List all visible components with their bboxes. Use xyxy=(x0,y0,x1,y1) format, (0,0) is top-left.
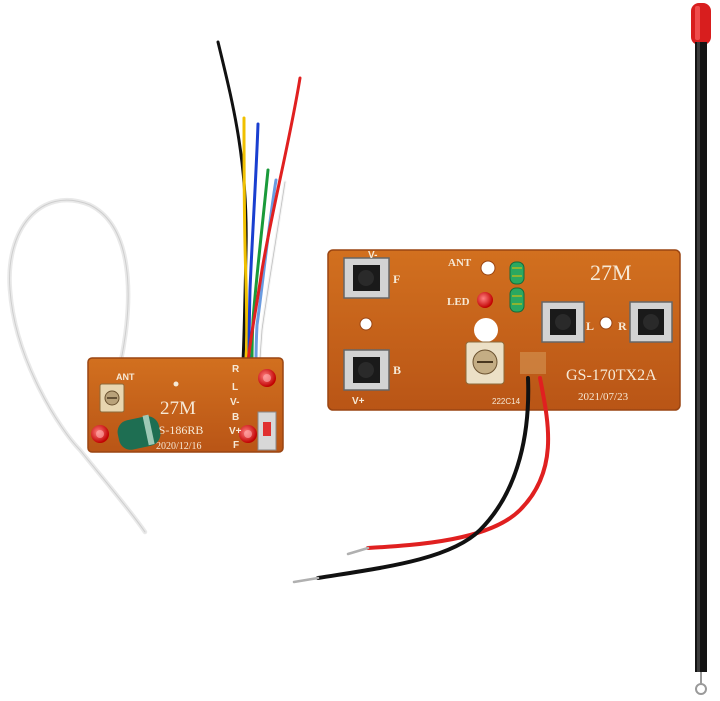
antenna-tip xyxy=(691,3,711,45)
receiver-wire-bundle xyxy=(216,40,302,364)
receiver-pin-vplus: V+ xyxy=(229,426,242,437)
transmitter-button-forward xyxy=(343,257,390,299)
transmitter-label-r: R xyxy=(618,319,627,333)
transmitter-pcb xyxy=(327,249,681,411)
transmitter-date: 2021/07/23 xyxy=(578,391,629,403)
transmitter-batch: 222C14 xyxy=(492,397,521,406)
transmitter-button-back xyxy=(343,349,390,391)
transmitter-label-b: B xyxy=(393,363,401,377)
transmitter-ant-label: ANT xyxy=(448,257,472,269)
antenna-eyelet xyxy=(695,683,707,695)
receiver-ant-label: ANT xyxy=(116,372,135,382)
transmitter-board: V- F B L R V+ ANT LED 27M GS-170TX2A 202… xyxy=(292,249,681,584)
receiver-pin-r: R xyxy=(232,364,240,375)
receiver-pin-vminus: V- xyxy=(230,397,239,408)
transmitter-vminus-label: V- xyxy=(368,250,377,261)
transmitter-inductors xyxy=(509,261,525,313)
receiver-model: GS-186RB xyxy=(150,423,203,437)
transmitter-model: GS-170TX2A xyxy=(566,367,657,384)
receiver-pin-labels: R L V- B V+ F xyxy=(229,364,242,451)
receiver-date: 2020/12/16 xyxy=(156,441,202,452)
receiver-terminals xyxy=(91,369,276,443)
antenna-rod xyxy=(691,3,711,695)
receiver-pin-f: F xyxy=(233,440,239,451)
transmitter-led xyxy=(477,292,493,308)
transmitter-frequency: 27M xyxy=(590,260,632,285)
receiver-frequency: 27M xyxy=(160,398,196,419)
transmitter-vplus-label: V+ xyxy=(352,396,365,407)
transmitter-power-leads xyxy=(292,376,551,584)
transmitter-label-f: F xyxy=(393,272,400,286)
receiver-pin-b: B xyxy=(232,412,239,423)
transmitter-trimmer xyxy=(465,341,505,385)
transmitter-led-label: LED xyxy=(447,296,470,308)
receiver-capacitor xyxy=(117,414,161,450)
transmitter-button-left xyxy=(541,301,585,343)
transmitter-label-l: L xyxy=(586,319,594,333)
transmitter-button-right xyxy=(629,301,673,343)
receiver-board: ANT 27M GS-186RB 2020/12/16 xyxy=(7,40,302,535)
receiver-pin-l: L xyxy=(232,382,238,393)
